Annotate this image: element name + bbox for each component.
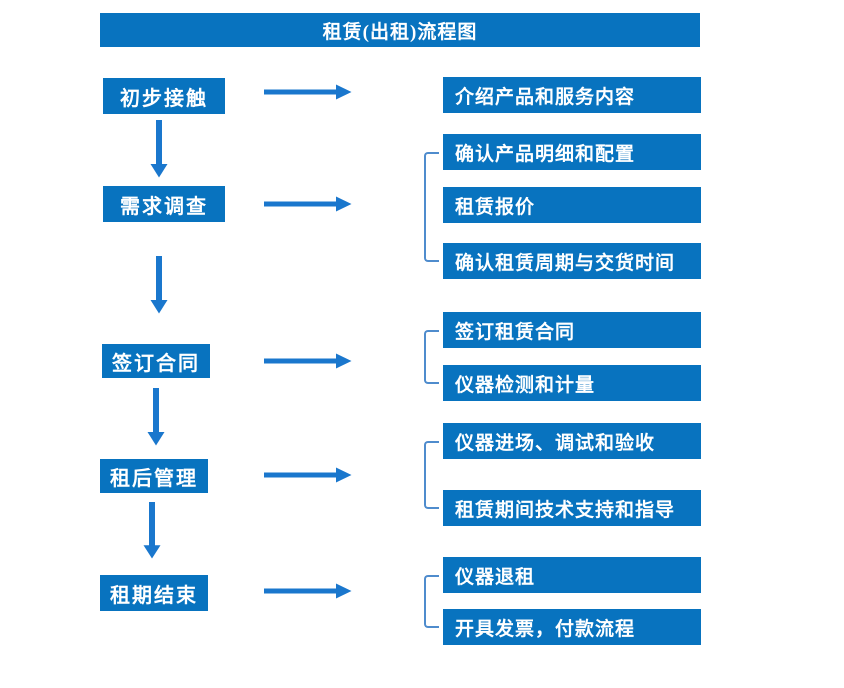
arrow-right-icon: [264, 583, 352, 599]
flowchart-title: 租赁(出租)流程图: [100, 13, 700, 47]
detail-technical-support: 租赁期间技术支持和指导: [443, 490, 701, 526]
arrow-down-icon: [143, 502, 161, 559]
detail-sign-rental-contract: 签订租赁合同: [443, 312, 701, 348]
detail-rental-quotation: 租赁报价: [443, 187, 701, 223]
arrow-right-icon: [264, 353, 352, 369]
step-sign-contract: 签订合同: [102, 344, 210, 378]
arrow-right-icon: [264, 84, 352, 100]
detail-confirm-period-delivery: 确认租赁周期与交货时间: [443, 243, 701, 279]
step-rental-end: 租期结束: [100, 575, 208, 611]
detail-instrument-testing: 仪器检测和计量: [443, 365, 701, 401]
group-bracket: [424, 330, 439, 384]
arrow-down-icon: [147, 388, 165, 446]
detail-invoice-payment: 开具发票，付款流程: [443, 609, 701, 645]
arrow-down-icon: [150, 256, 168, 314]
step-post-rental-management: 租后管理: [100, 459, 208, 493]
detail-introduce-products-services: 介绍产品和服务内容: [443, 77, 701, 113]
detail-confirm-product-config: 确认产品明细和配置: [443, 134, 701, 170]
arrow-down-icon: [150, 120, 168, 178]
step-demand-survey: 需求调查: [103, 186, 225, 222]
arrow-right-icon: [264, 467, 352, 483]
detail-instrument-return: 仪器退租: [443, 557, 701, 593]
group-bracket: [424, 441, 439, 509]
group-bracket: [424, 575, 439, 628]
arrow-right-icon: [264, 196, 352, 212]
step-initial-contact: 初步接触: [103, 78, 225, 114]
group-bracket: [424, 152, 439, 262]
detail-instrument-setup-acceptance: 仪器进场、调试和验收: [443, 423, 701, 459]
